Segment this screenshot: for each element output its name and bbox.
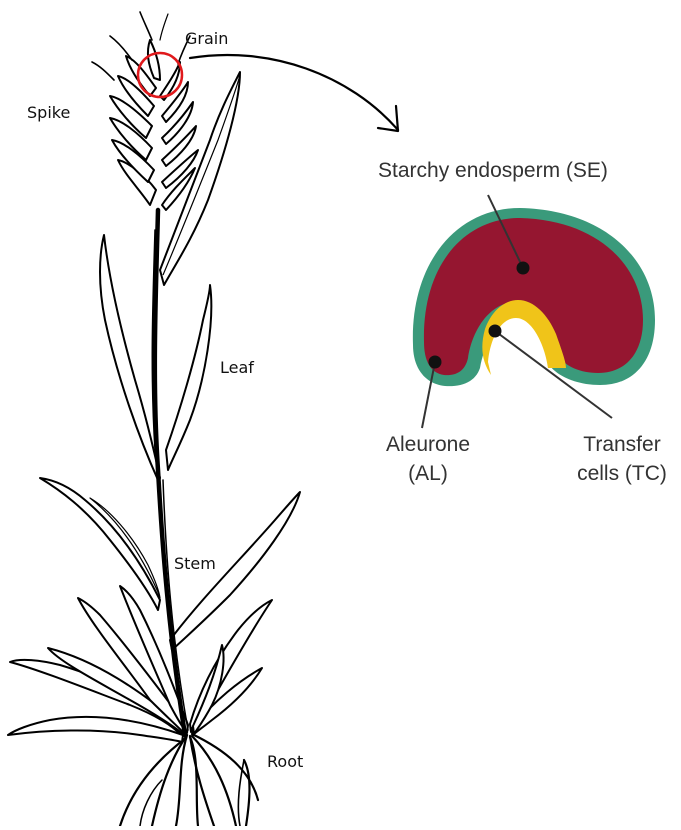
leaf-label: Leaf xyxy=(220,358,254,377)
transfer-cells-label: Transfer cells (TC) xyxy=(564,430,680,488)
transfer-cells-label-line1: Transfer xyxy=(564,430,680,459)
plant-roots xyxy=(120,734,258,826)
plant-spike xyxy=(110,40,198,210)
grain-label: Grain xyxy=(185,29,228,48)
aleurone-label-line1: Aleurone xyxy=(368,430,488,459)
root-label: Root xyxy=(267,752,303,771)
stem-label: Stem xyxy=(174,554,216,573)
aleurone-label: Aleurone (AL) xyxy=(368,430,488,488)
transfer-cells-label-line2: cells (TC) xyxy=(564,459,680,488)
starchy-endosperm-label: Starchy endosperm (SE) xyxy=(378,156,608,185)
spike-label: Spike xyxy=(27,103,70,122)
plant-basal-leaves xyxy=(8,586,272,742)
leader-dot-icon xyxy=(429,356,442,369)
leader-dot-icon xyxy=(489,325,502,338)
aleurone-label-line2: (AL) xyxy=(368,459,488,488)
leader-dot-icon xyxy=(517,262,530,275)
